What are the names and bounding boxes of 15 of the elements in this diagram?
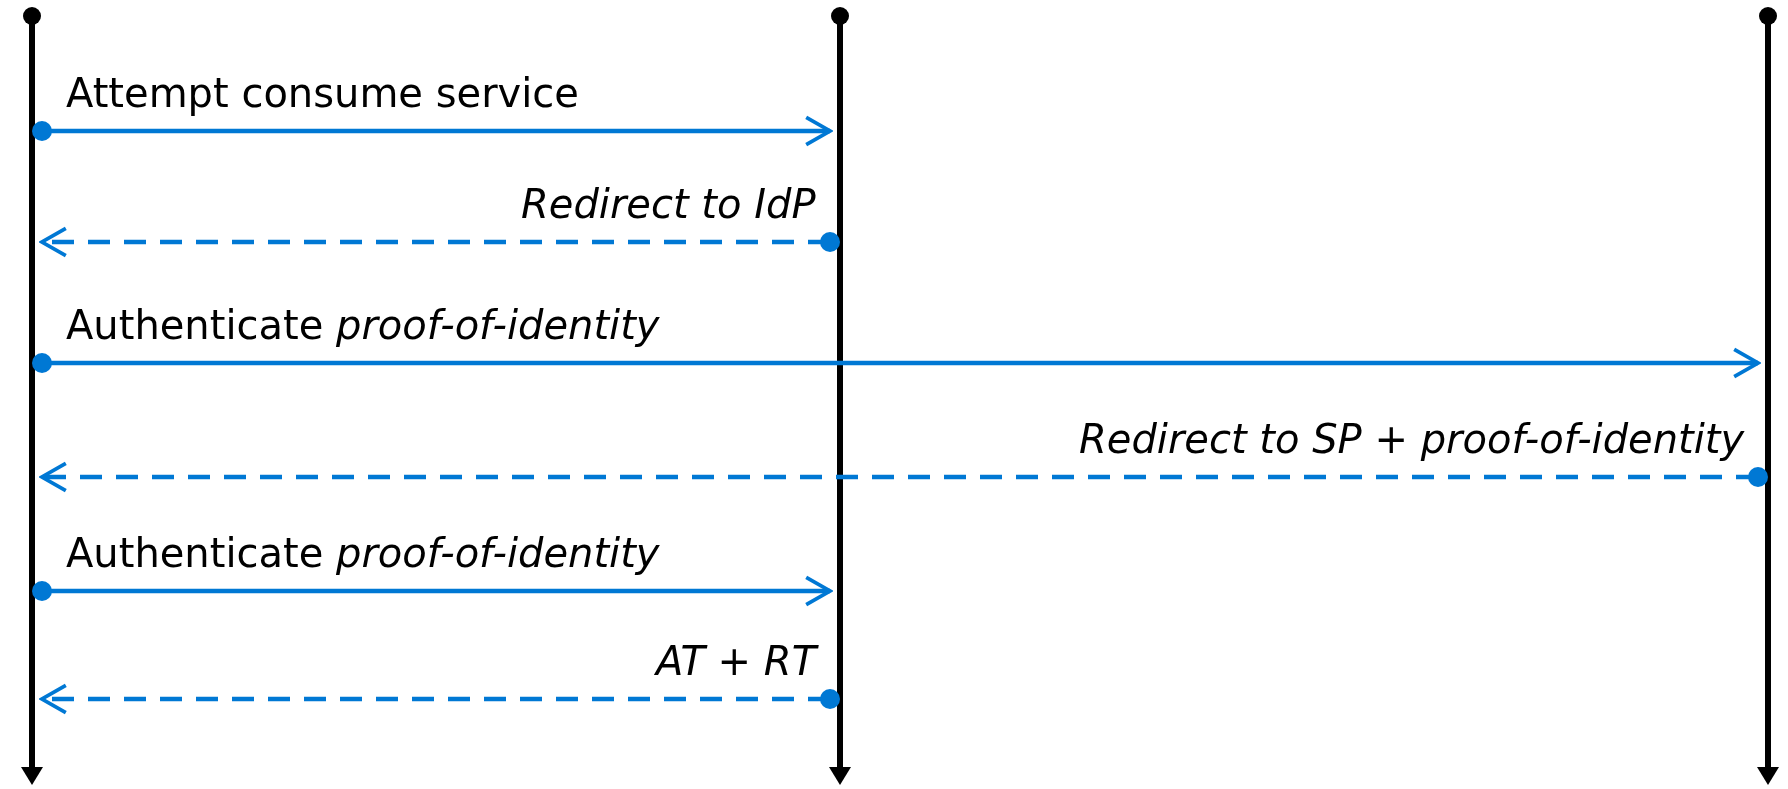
edge-label: Redirect to IdP [521, 180, 816, 228]
edge-label: AT + RT [656, 637, 817, 685]
lifeline [21, 6, 43, 785]
arrow [40, 461, 1768, 493]
arrow [40, 683, 840, 715]
arrow [32, 575, 832, 607]
edge-label: Authenticate proof-of-identity [66, 529, 660, 577]
lifeline [1757, 6, 1779, 785]
arrow [40, 226, 840, 258]
arrow [32, 347, 1760, 379]
edge-label: Attempt consume service [66, 69, 579, 117]
arrow [32, 115, 832, 147]
lifeline [829, 6, 851, 785]
edge-label: Authenticate proof-of-identity [66, 301, 660, 349]
edge-label: Redirect to SP + proof-of-identity [1079, 415, 1745, 463]
